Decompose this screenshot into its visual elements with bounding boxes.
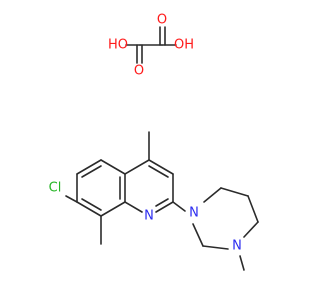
- ring-nitrogen-label: N: [144, 209, 154, 224]
- bond-c2-n1: [172, 201, 186, 212]
- diazepane-nitrogen-label: N: [232, 239, 242, 254]
- chloro-label: Cl: [49, 181, 62, 196]
- oxygen-right-label: O: [157, 13, 167, 28]
- bond-p2: [148, 159, 174, 175]
- bond-d5: [202, 245, 229, 250]
- bond-d3: [247, 195, 259, 223]
- diazepane-ring: N N: [172, 187, 259, 271]
- bond-d6: [192, 223, 204, 247]
- bond-b4-inner: [81, 198, 102, 211]
- bond-p4: [155, 201, 174, 213]
- bond-n-methyl: [239, 255, 245, 271]
- bond-p4-inner: [155, 198, 169, 207]
- amino-nitrogen-label: N: [189, 206, 199, 221]
- bond-d4: [243, 221, 259, 238]
- oxygen-left-label: O: [134, 64, 144, 79]
- hydroxyl-right-label: OH: [174, 38, 194, 53]
- hydroxyl-left-label: HO: [108, 38, 128, 53]
- bond-d1: [203, 187, 222, 203]
- bond-p5: [124, 201, 143, 213]
- bond-chloro: [65, 195, 78, 203]
- bond-b1: [100, 159, 126, 175]
- bond-p1: [124, 159, 150, 175]
- bond-b6-inner: [81, 165, 102, 178]
- quinoline-core: Cl N: [49, 131, 174, 245]
- bond-p2-inner: [148, 165, 169, 178]
- bond-b4: [76, 201, 102, 217]
- bond-b3: [100, 201, 126, 217]
- structure-canvas: HO O O OH Cl N: [49, 13, 259, 271]
- molecule-drawing: HO O O OH Cl N: [49, 13, 259, 271]
- bond-b6: [76, 159, 102, 175]
- oxalic-acid: HO O O OH: [108, 13, 194, 79]
- bond-d2: [220, 187, 249, 197]
